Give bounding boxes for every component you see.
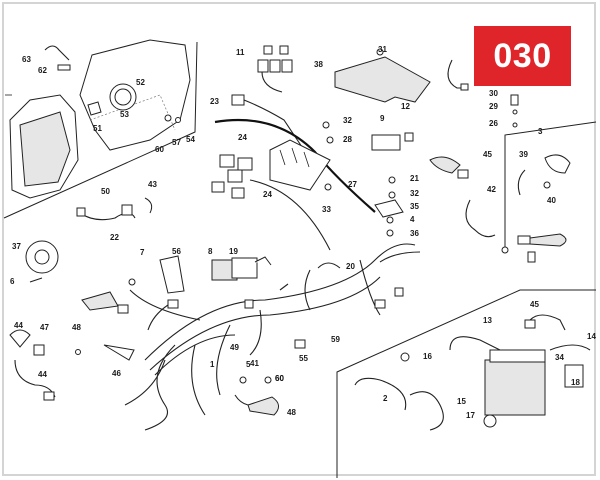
callout-28: 28 xyxy=(343,135,352,144)
callout-60: 60 xyxy=(275,374,284,383)
callout-52: 52 xyxy=(136,78,145,87)
callout-4: 4 xyxy=(410,215,415,224)
callout-55: 55 xyxy=(299,354,308,363)
callout-49: 49 xyxy=(230,343,239,352)
callout-32: 32 xyxy=(410,189,419,198)
callout-48: 48 xyxy=(72,323,81,332)
callout-21: 21 xyxy=(410,174,419,183)
callout-1: 1 xyxy=(210,360,215,369)
callout-59: 59 xyxy=(331,335,340,344)
callout-29: 29 xyxy=(489,102,498,111)
callout-9: 9 xyxy=(380,114,385,123)
battery-section xyxy=(354,314,591,431)
callout-34: 34 xyxy=(555,353,564,362)
callout-50: 50 xyxy=(101,187,110,196)
callout-26: 26 xyxy=(489,119,498,128)
callout-37: 37 xyxy=(12,242,21,251)
callout-31: 31 xyxy=(378,45,387,54)
callout-18: 18 xyxy=(571,378,580,387)
callout-23: 23 xyxy=(210,97,219,106)
callout-48: 48 xyxy=(287,408,296,417)
callout-44: 44 xyxy=(38,370,47,379)
callout-54: 54 xyxy=(186,135,195,144)
callout-53: 53 xyxy=(120,110,129,119)
callout-27: 27 xyxy=(348,180,357,189)
callout-12: 12 xyxy=(401,102,410,111)
callout-38: 38 xyxy=(314,60,323,69)
callout-24: 24 xyxy=(263,190,272,199)
callout-32: 32 xyxy=(343,116,352,125)
callout-43: 43 xyxy=(148,180,157,189)
callout-40: 40 xyxy=(547,196,556,205)
callout-45: 45 xyxy=(530,300,539,309)
callout-62: 62 xyxy=(38,66,47,75)
left-components xyxy=(9,197,272,401)
callout-5: 5 xyxy=(246,360,251,369)
callout-17: 17 xyxy=(466,411,475,420)
callout-16: 16 xyxy=(423,352,432,361)
callout-36: 36 xyxy=(410,229,419,238)
callout-41: 41 xyxy=(250,359,259,368)
main-wiring-harness xyxy=(124,179,421,431)
callout-24: 24 xyxy=(238,133,247,142)
callout-2: 2 xyxy=(383,394,388,403)
callout-44: 44 xyxy=(14,321,23,330)
callout-6: 6 xyxy=(10,277,15,286)
callout-7: 7 xyxy=(140,248,145,257)
callout-57: 57 xyxy=(172,138,181,147)
callout-22: 22 xyxy=(110,233,119,242)
callout-14: 14 xyxy=(587,332,596,341)
callout-42: 42 xyxy=(487,185,496,194)
ecu-module xyxy=(322,48,431,237)
turn-signal-rear-left xyxy=(234,376,279,416)
turn-signal-rear-right xyxy=(501,233,567,263)
callout-33: 33 xyxy=(322,205,331,214)
callout-10: 10 xyxy=(0,0,9,2)
callout-20: 20 xyxy=(346,262,355,271)
callout-19: 19 xyxy=(229,247,238,256)
callout-56: 56 xyxy=(172,247,181,256)
callout-39: 39 xyxy=(519,150,528,159)
callout-30: 30 xyxy=(489,89,498,98)
callout-13: 13 xyxy=(483,316,492,325)
callout-63: 63 xyxy=(22,55,31,64)
callout-11: 11 xyxy=(236,48,245,57)
callout-47: 47 xyxy=(40,323,49,332)
callout-8: 8 xyxy=(208,247,213,256)
callout-35: 35 xyxy=(410,202,419,211)
relay-cluster xyxy=(211,45,376,213)
frame-section xyxy=(5,39,191,199)
callout-60: 60 xyxy=(275,374,284,383)
callout-15: 15 xyxy=(457,397,466,406)
turn-signal-front-right xyxy=(429,154,571,238)
callout-60: 60 xyxy=(155,145,164,154)
section-separators xyxy=(3,41,597,478)
image-frame xyxy=(2,2,596,476)
page-number-badge: 030 xyxy=(474,26,571,86)
callout-46: 46 xyxy=(112,369,121,378)
callout-51: 51 xyxy=(93,124,102,133)
callout-45: 45 xyxy=(483,150,492,159)
top-right-connector xyxy=(447,59,519,128)
callout-3: 3 xyxy=(538,127,543,136)
